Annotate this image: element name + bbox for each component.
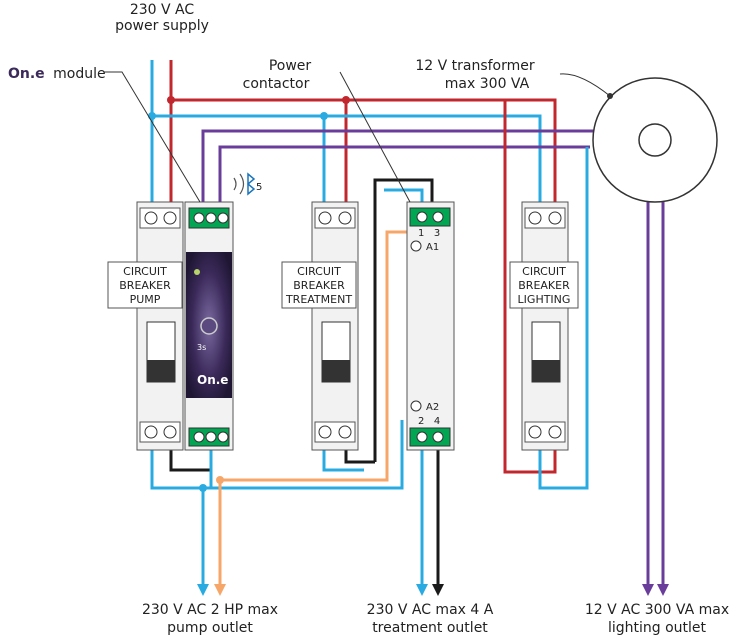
junction-dot xyxy=(148,112,156,120)
breaker-label-line: BREAKER xyxy=(518,279,570,292)
arrow-icon xyxy=(214,584,226,596)
screw-icon xyxy=(144,425,158,439)
screw-icon xyxy=(416,431,428,443)
pump-outlet-line1: 230 V AC 2 HP max xyxy=(142,602,278,618)
black-contactor-wire xyxy=(373,178,434,462)
breaker-label-line: TREATMENT xyxy=(285,293,352,306)
blue-contactor-wire xyxy=(384,188,424,205)
arrow-icon xyxy=(197,584,209,596)
orange-a1-wire xyxy=(220,230,415,482)
screw-icon xyxy=(318,425,332,439)
breaker-label-line: CIRCUIT xyxy=(297,265,341,278)
red-bus-wire xyxy=(171,98,557,205)
lighting-outlet-line1: 12 V AC 300 VA max xyxy=(585,602,729,618)
transformer xyxy=(559,73,718,203)
junction-dot xyxy=(167,96,175,104)
arrow-icon xyxy=(642,584,654,596)
screw-icon xyxy=(163,425,177,439)
junction-dot xyxy=(199,484,207,492)
one-module: 3s On.e xyxy=(184,201,234,451)
blue-bus-wire xyxy=(152,114,542,205)
arrow-icon xyxy=(416,584,428,596)
junction-dot xyxy=(320,112,328,120)
wires xyxy=(150,60,665,588)
treatment-outlet-line1: 230 V AC max 4 A xyxy=(367,602,494,618)
breaker-label-line: BREAKER xyxy=(119,279,171,292)
module-brand: On.e xyxy=(8,66,45,82)
screw-icon xyxy=(163,211,177,225)
screw-icon xyxy=(432,431,444,443)
screw-icon xyxy=(548,211,562,225)
treatment-outlet-line2: treatment outlet xyxy=(372,620,488,636)
transformer-label-line2: max 300 VA xyxy=(445,76,530,92)
screw-icon xyxy=(217,431,229,443)
transformer-label-line1: 12 V transformer xyxy=(415,58,535,74)
breaker-pump: CIRCUIT BREAKER PUMP xyxy=(107,201,184,451)
screw-icon xyxy=(318,211,332,225)
lighting-red-return xyxy=(503,100,557,474)
screw-icon xyxy=(528,425,542,439)
contactor-a2: A2 xyxy=(426,402,439,413)
screw-icon xyxy=(193,431,205,443)
module-word: module xyxy=(53,66,105,82)
bluetooth-icon: 5 xyxy=(233,172,262,196)
button-icon xyxy=(200,317,218,335)
supply-label-line2: power supply xyxy=(115,18,209,34)
screw-icon xyxy=(217,212,229,224)
pump-blue-return xyxy=(150,420,404,490)
screw-icon xyxy=(205,431,217,443)
lighting-outlet-line2: lighting outlet xyxy=(608,620,707,636)
output-arrows xyxy=(197,584,669,596)
junction-dot xyxy=(342,96,350,104)
treatment-blue-return xyxy=(322,450,364,472)
screw-icon xyxy=(338,211,352,225)
purple-control-wire xyxy=(201,129,595,205)
contactor-bottom-numbers: 2 4 xyxy=(418,416,440,427)
labels: 230 V AC power supply On.e module Power … xyxy=(8,2,729,636)
contactor-label-line1: Power xyxy=(269,58,312,74)
callout-lines xyxy=(104,71,411,203)
junctions xyxy=(148,96,350,492)
screw-icon xyxy=(416,211,428,223)
purple-control-wire-2 xyxy=(218,145,590,205)
screw-icon xyxy=(338,425,352,439)
timer-label: 3s xyxy=(197,343,206,352)
module-label: On.e module xyxy=(8,66,106,82)
contactor-a1: A1 xyxy=(426,242,439,253)
breaker-label-line: BREAKER xyxy=(293,279,345,292)
screw-icon xyxy=(193,212,205,224)
breaker-treatment: CIRCUIT BREAKER TREATMENT xyxy=(281,201,359,451)
power-contactor: 1 3 A1 A2 2 4 xyxy=(406,201,455,451)
breaker-label-line: CIRCUIT xyxy=(522,265,566,278)
contactor-label-line2: contactor xyxy=(243,76,310,92)
arrow-icon xyxy=(657,584,669,596)
screw-icon xyxy=(548,425,562,439)
pump-outlet-line2: pump outlet xyxy=(167,620,253,636)
supply-label-line1: 230 V AC xyxy=(130,2,195,18)
lighting-blue-return xyxy=(538,147,589,490)
junction-dot xyxy=(216,476,224,484)
treatment-black-return xyxy=(344,450,375,464)
breaker-lighting: CIRCUIT BREAKER LIGHTING xyxy=(509,201,579,451)
breaker-label-line: PUMP xyxy=(130,293,161,306)
module-logo: On.e xyxy=(197,373,228,387)
contactor-top-numbers: 1 3 xyxy=(418,228,440,239)
pump-return-black xyxy=(169,450,213,472)
arrow-icon xyxy=(432,584,444,596)
screw-icon xyxy=(205,212,217,224)
bt-count: 5 xyxy=(256,182,262,193)
screw-icon xyxy=(432,211,444,223)
screw-icon xyxy=(410,240,422,252)
breaker-label-line: CIRCUIT xyxy=(123,265,167,278)
status-led-icon xyxy=(194,269,200,275)
screw-icon xyxy=(144,211,158,225)
screw-icon xyxy=(410,400,422,412)
breaker-label-line: LIGHTING xyxy=(518,293,571,306)
screw-icon xyxy=(528,211,542,225)
